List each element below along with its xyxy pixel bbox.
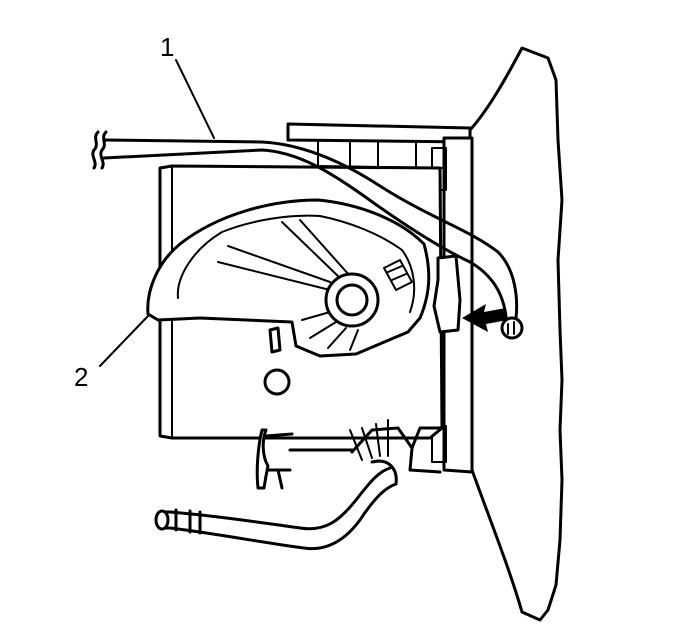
callout-2-leader xyxy=(99,315,149,367)
callout-1-leader xyxy=(175,59,215,139)
mode-door-lever xyxy=(146,198,462,358)
pointer-arrow xyxy=(462,304,508,332)
control-cable xyxy=(91,130,524,340)
callout-2-label: 2 xyxy=(74,362,88,392)
lower-tube xyxy=(154,419,398,551)
callout-1-label: 1 xyxy=(160,32,174,62)
